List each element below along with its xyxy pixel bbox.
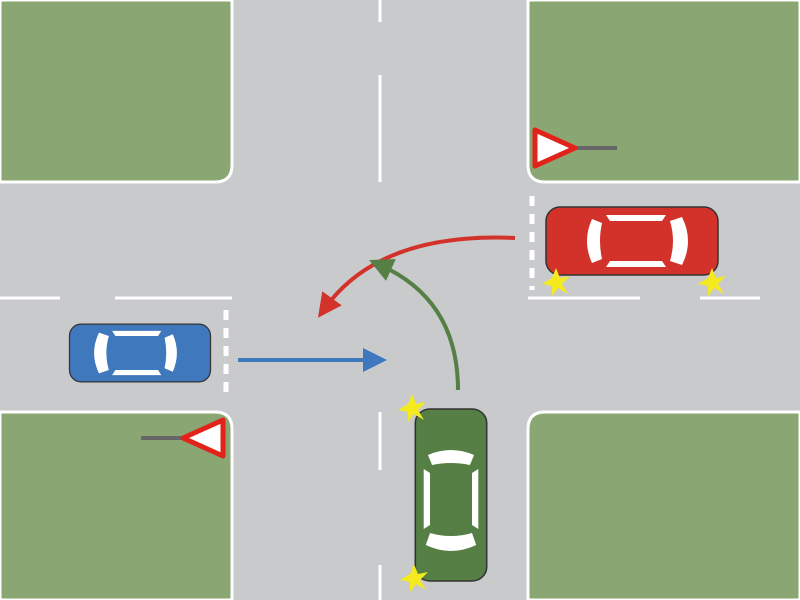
grass-ne — [526, 0, 800, 184]
blue-car — [68, 323, 212, 383]
yield-sign-icon — [141, 417, 226, 459]
red-car — [545, 206, 719, 276]
green-car — [414, 408, 488, 582]
green-car-path-arrow — [369, 258, 460, 391]
lane-markings — [0, 0, 760, 600]
red-car-path-arrow — [317, 235, 516, 318]
grass-se — [526, 410, 800, 600]
yield-sign-icon — [532, 127, 617, 169]
grass-nw — [0, 0, 234, 184]
grass-sw — [0, 410, 234, 600]
